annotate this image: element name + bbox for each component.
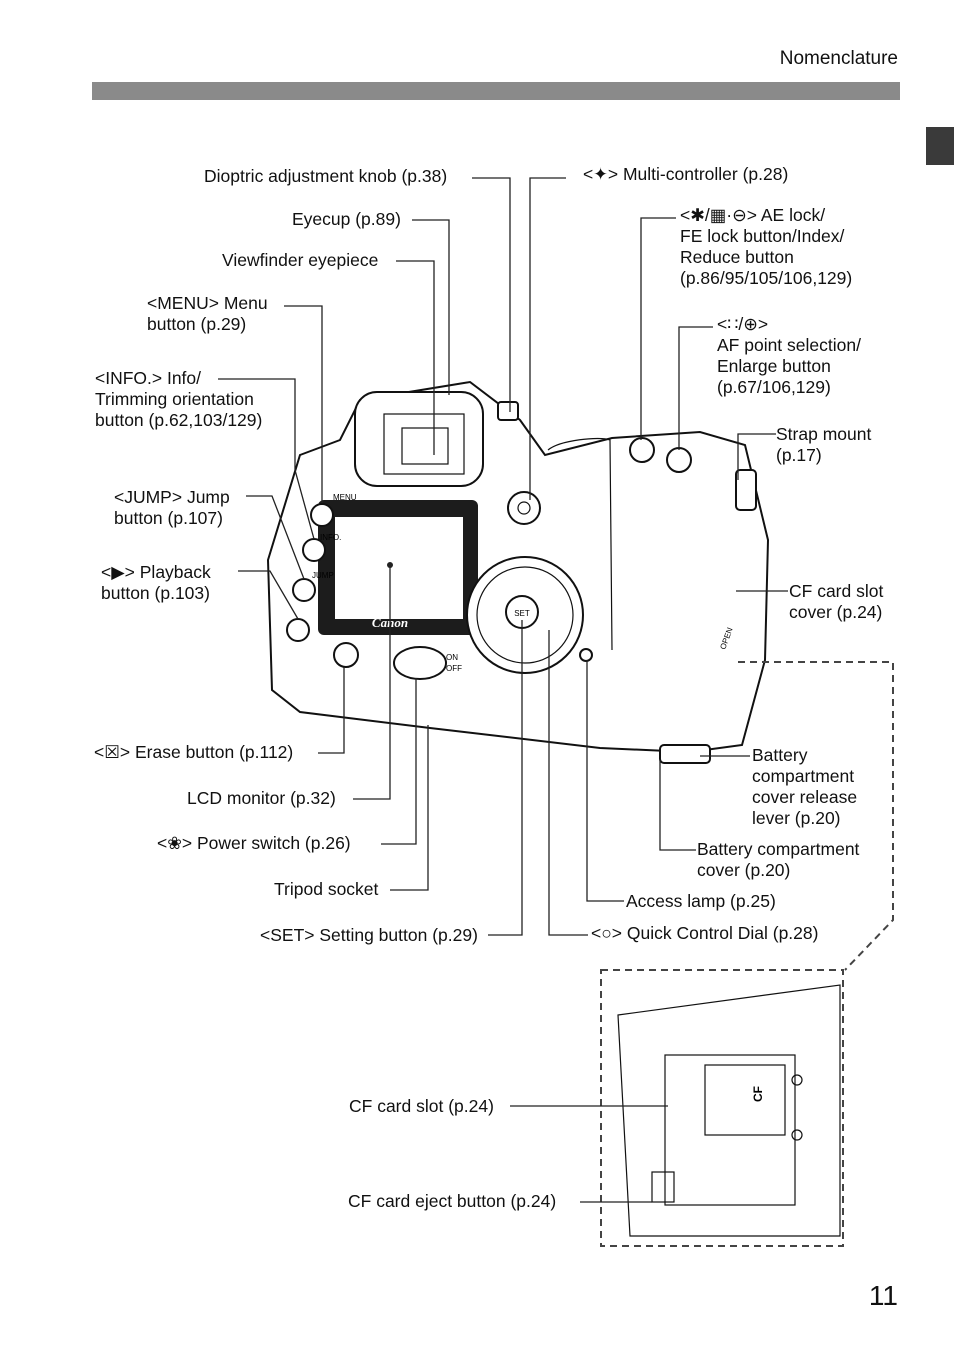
info-btn-shape	[302, 538, 326, 562]
label-cf-card-slot: CF card slot (p.24)	[349, 1096, 494, 1116]
label-af-point: <∷/⊕> AF point selection/ Enlarge button…	[717, 314, 861, 397]
label-tripod-socket: Tripod socket	[274, 879, 379, 899]
dioptric-knob	[497, 401, 519, 421]
label-cf-eject-button: CF card eject button (p.24)	[348, 1191, 557, 1211]
label-info-button: <INFO.> Info/ Trimming orientation butto…	[95, 368, 263, 430]
chapter-tab	[926, 127, 954, 165]
label-menu-button: <MENU> Menu button (p.29)	[147, 293, 268, 334]
label-playback-button: <▶> Playback button (p.103)	[101, 562, 211, 603]
label-battery-cover: Battery compartment cover (p.20)	[697, 839, 860, 880]
eyepiece-inner	[401, 427, 449, 465]
play-btn-shape	[286, 618, 310, 642]
label-ae-lock: <✱/▦·⊖> AE lock/ FE lock button/Index/ R…	[680, 205, 853, 288]
battery-lever-shape	[659, 744, 711, 764]
af-btn-shape	[666, 447, 692, 473]
multi-controller-shape	[507, 491, 541, 525]
menu-print: MENU	[333, 493, 357, 502]
access-lamp-shape	[579, 648, 593, 662]
page-number: 11	[868, 1280, 898, 1311]
menu-btn-shape	[310, 503, 334, 527]
info-print: INFO.	[320, 533, 341, 542]
label-dioptric: Dioptric adjustment knob (p.38)	[204, 166, 448, 186]
section-header: Nomenclature	[779, 48, 898, 69]
header-bar	[92, 82, 900, 100]
cf-print: CF	[751, 1086, 765, 1102]
strap-mount-shape	[735, 469, 757, 511]
label-strap-mount: Strap mount (p.17)	[776, 424, 872, 465]
on-print: ON	[446, 653, 458, 662]
label-multi-controller: <✦> Multi-controller (p.28)	[583, 164, 789, 184]
jump-print: JUMP	[312, 571, 334, 580]
jump-btn-shape	[292, 578, 316, 602]
off-print: OFF	[446, 664, 462, 673]
eyecup-shape	[354, 391, 484, 487]
label-erase-button: <☒> Erase button (p.112)	[94, 742, 294, 762]
label-cf-card-cover: CF card slot cover (p.24)	[789, 581, 884, 622]
erase-btn-shape	[333, 642, 359, 668]
set-print: SET	[514, 609, 530, 618]
label-eyecup: Eyecup (p.89)	[292, 209, 401, 229]
label-lcd-monitor: LCD monitor (p.32)	[187, 788, 336, 808]
label-power-switch: <❀> Power switch (p.26)	[157, 833, 351, 853]
ae-btn-shape	[629, 437, 655, 463]
power-switch-shape	[393, 646, 447, 680]
label-jump-button: <JUMP> Jump button (p.107)	[114, 487, 230, 528]
label-quick-control-dial: <○> Quick Control Dial (p.28)	[591, 923, 819, 943]
label-viewfinder: Viewfinder eyepiece	[222, 250, 379, 270]
eject-btn-shape	[651, 1171, 675, 1203]
label-setting-button: <SET> Setting button (p.29)	[260, 925, 478, 945]
label-battery-lever: Battery compartment cover release lever …	[752, 745, 858, 828]
label-access-lamp: Access lamp (p.25)	[626, 891, 776, 911]
inset-frame	[600, 969, 844, 1247]
lcd-screen	[335, 517, 463, 619]
eyepiece-window	[383, 413, 465, 475]
